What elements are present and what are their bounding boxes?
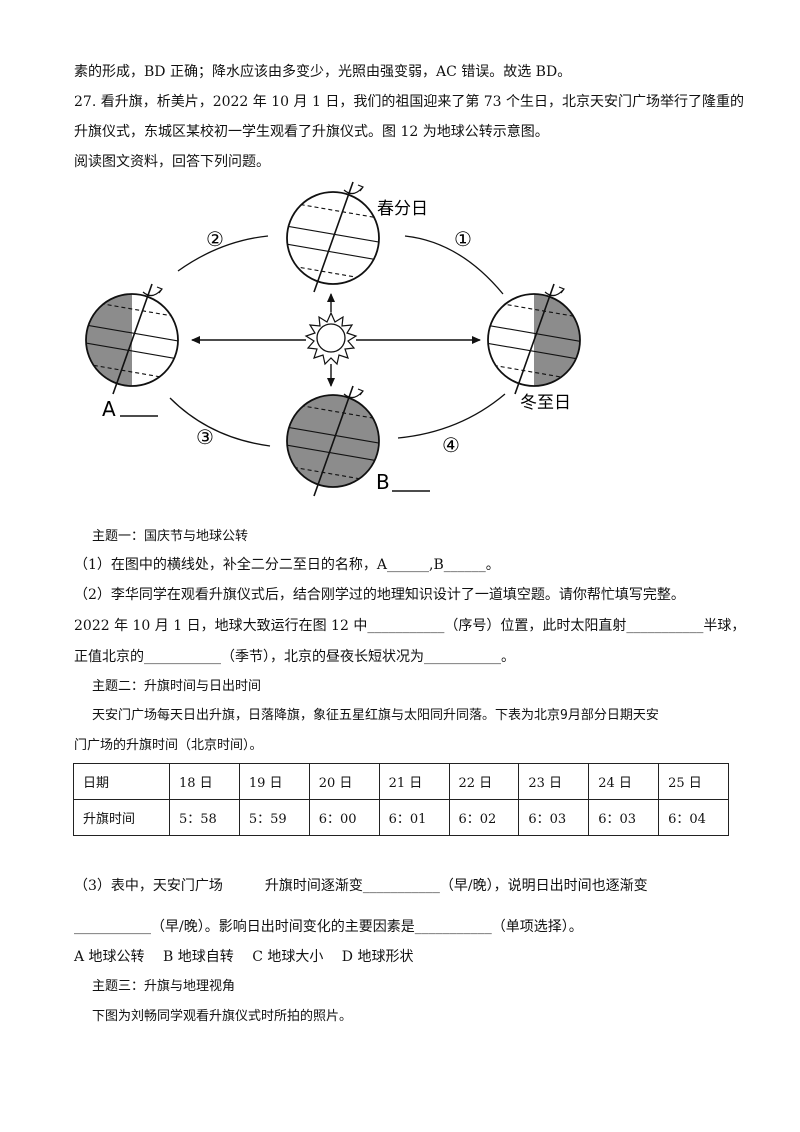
table-cell: 18 日 bbox=[169, 763, 240, 800]
label-num-4: ④ bbox=[442, 433, 460, 457]
orbit-arc-2 bbox=[177, 235, 269, 272]
table-cell: 6：00 bbox=[308, 799, 380, 836]
table-cell: 20 日 bbox=[308, 763, 380, 800]
label-num-3: ③ bbox=[196, 425, 214, 449]
question-3-line-2: ___________（早/晚）。影响日出时间变化的主要因素是_________… bbox=[74, 919, 583, 935]
table-cell: 6：03 bbox=[518, 799, 590, 836]
table-cell: 23 日 bbox=[518, 763, 590, 800]
orbit-arc-1 bbox=[404, 235, 504, 295]
question-3-options: A 地球公转 B 地球自转 C 地球大小 D 地球形状 bbox=[74, 949, 414, 965]
table-cell: 21 日 bbox=[378, 763, 450, 800]
label-num-1: ① bbox=[454, 227, 472, 251]
question-27-stem-cont: 升旗仪式，东城区某校初一学生观看了升旗仪式。图 12 为地球公转示意图。 bbox=[74, 124, 549, 140]
earth-spring-equinox bbox=[286, 181, 380, 293]
orbit-arc-4 bbox=[397, 393, 506, 439]
table-cell: 6：01 bbox=[378, 799, 450, 836]
topic-2-paragraph-cont: 门广场的升旗时间（北京时间）。 bbox=[74, 738, 263, 753]
table-header-date: 日期 bbox=[73, 763, 170, 800]
intro-line-1: 素的形成，BD 正确；降水应该由多变少，光照由强变弱，AC 错误。故选 BD。 bbox=[74, 64, 572, 80]
topic-2-paragraph: 天安门广场每天日出升旗，日落降旗，象征五星红旗与太阳同升同落。下表为北京9月部分… bbox=[92, 708, 659, 723]
table-cell: 19 日 bbox=[238, 763, 310, 800]
label-spring-equinox: 春分日 bbox=[377, 199, 428, 219]
flag-raising-table: 日期 18 日 19 日 20 日 21 日 22 日 23 日 24 日 25… bbox=[73, 763, 729, 836]
table-cell: 5：58 bbox=[169, 799, 240, 836]
table-cell: 6：02 bbox=[448, 799, 520, 836]
table-cell: 22 日 bbox=[448, 763, 520, 800]
question-2: （2）李华同学在观看升旗仪式后，结合刚学过的地理知识设计了一道填空题。请你帮忙填… bbox=[74, 587, 685, 603]
topic-3-paragraph: 下图为刘畅同学观看升旗仪式时所拍的照片。 bbox=[92, 1009, 353, 1024]
label-b: B bbox=[376, 470, 390, 494]
question-1: （1）在图中的横线处，补全二分二至日的名称，A______,B______。 bbox=[74, 557, 500, 573]
topic-1-title: 主题一：国庆节与地球公转 bbox=[92, 529, 249, 544]
instruction-text: 阅读图文资料，回答下列问题。 bbox=[74, 154, 270, 170]
earth-revolution-figure: 春分日 冬至日 A B ② ① ③ ④ bbox=[80, 176, 740, 506]
label-winter-solstice: 冬至日 bbox=[520, 393, 571, 413]
question-2-line-3: 正值北京的___________（季节），北京的昼夜长短状况为_________… bbox=[74, 649, 515, 665]
table-row-times: 升旗时间 5：58 5：59 6：00 6：01 6：02 6：03 6：03 … bbox=[73, 799, 729, 836]
earth-position-b bbox=[286, 385, 380, 497]
table-header-time: 升旗时间 bbox=[73, 799, 170, 836]
question-3: （3）表中，天安门广场 升旗时间逐渐变___________（早/晚），说明日出… bbox=[74, 878, 648, 894]
question-27-stem: 27. 看升旗，析美片，2022 年 10 月 1 日，我们的祖国迎来了第 73… bbox=[74, 94, 745, 110]
table-row-dates: 日期 18 日 19 日 20 日 21 日 22 日 23 日 24 日 25… bbox=[73, 763, 729, 800]
earth-winter-solstice bbox=[487, 283, 581, 395]
table-cell: 6：04 bbox=[658, 799, 729, 836]
topic-2-title: 主题二：升旗时间与日出时间 bbox=[92, 679, 262, 694]
label-num-2: ② bbox=[206, 227, 224, 251]
table-cell: 6：03 bbox=[588, 799, 660, 836]
orbit-arc-3 bbox=[169, 397, 271, 447]
sun-icon bbox=[304, 311, 358, 366]
table-cell: 5：59 bbox=[238, 799, 310, 836]
topic-3-title: 主题三：升旗与地理视角 bbox=[92, 979, 236, 994]
label-a: A bbox=[102, 397, 116, 421]
question-2-line-2: 2022 年 10 月 1 日，地球大致运行在图 12 中___________… bbox=[74, 618, 746, 634]
table-cell: 25 日 bbox=[658, 763, 729, 800]
earth-position-a bbox=[85, 283, 179, 395]
table-cell: 24 日 bbox=[588, 763, 660, 800]
